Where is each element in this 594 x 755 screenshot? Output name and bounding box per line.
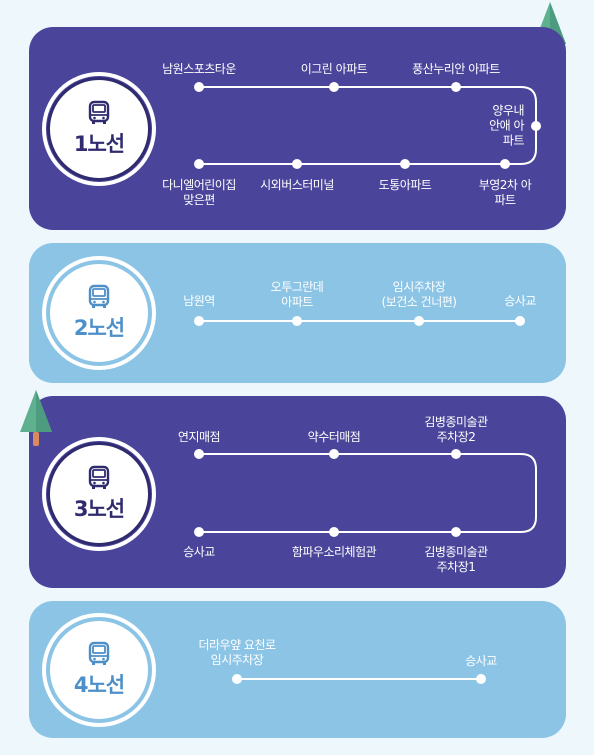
- route-line: [199, 453, 537, 533]
- stop-label: 풍산누리안 아파트: [412, 62, 500, 76]
- line-name: 2노선: [73, 316, 125, 340]
- line-badge: 2노선: [42, 256, 156, 370]
- stop-marker: [232, 674, 242, 684]
- stop-label: 이그린 아파트: [300, 62, 368, 76]
- route-line: [199, 320, 520, 322]
- stop-label: 승사교: [465, 654, 497, 668]
- stop-marker: [329, 82, 339, 92]
- tree-icon: [20, 390, 52, 446]
- stop-marker: [329, 527, 339, 537]
- line-badge: 4노선: [42, 613, 156, 727]
- stop-label: 양우내안애 아파트: [489, 103, 524, 148]
- bus-icon: [88, 641, 110, 665]
- stop-marker: [194, 449, 204, 459]
- bus-icon: [88, 284, 110, 308]
- stop-label: 부영2차 아파트: [478, 178, 532, 207]
- stop-marker: [194, 82, 204, 92]
- stop-label: 더라우얖 요천로 임시주차장: [198, 638, 276, 667]
- stop-label: 연지매점: [177, 430, 221, 444]
- stop-marker: [451, 449, 461, 459]
- stop-label: 함파우소리체험관: [291, 545, 377, 559]
- route-card-line-4: 4노선 더라우얖 요천로 임시주차장 승사교: [29, 601, 566, 738]
- stop-label: 김병종미술관 주차장1: [424, 545, 488, 574]
- stop-marker: [400, 159, 410, 169]
- stop-marker: [292, 316, 302, 326]
- stop-marker: [194, 159, 204, 169]
- stop-label: 임시주차장 (보건소 건너편): [381, 280, 457, 309]
- stop-label: 승사교: [183, 545, 215, 559]
- route-card-line-1: 1노선 남원스포츠타운 이그린 아파트 풍산누리안 아파트 양우내안애 아파트 …: [29, 27, 566, 230]
- stop-marker: [476, 674, 486, 684]
- stop-marker: [451, 527, 461, 537]
- line-badge: 3노선: [42, 437, 156, 551]
- line-name: 4노선: [73, 673, 125, 697]
- stop-marker: [515, 316, 525, 326]
- route-line: [237, 678, 481, 680]
- stop-marker: [329, 449, 339, 459]
- stop-label: 승사교: [504, 294, 536, 308]
- stop-marker: [414, 316, 424, 326]
- line-badge: 1노선: [42, 72, 156, 186]
- stop-label: 약수터매점: [307, 430, 361, 444]
- stop-label: 다니엘어린이집 맞은편: [162, 178, 236, 207]
- stop-label: 시외버스터미널: [260, 178, 334, 192]
- stop-marker: [194, 316, 204, 326]
- route-card-line-3: 3노선 연지매점 약수터매점 김병종미술관 주차장2 김병종미술관 주차장1 함…: [29, 396, 566, 588]
- stop-label: 도통아파트: [378, 178, 432, 192]
- stop-marker: [531, 121, 541, 131]
- stop-label: 김병종미술관 주차장2: [424, 415, 488, 444]
- stop-label: 남원스포츠타운: [162, 62, 236, 76]
- stop-label: 남원역: [183, 294, 215, 308]
- stop-marker: [451, 82, 461, 92]
- route-card-line-2: 2노선 남원역 오투그란데 아파트 임시주차장 (보건소 건너편) 승사교: [29, 243, 566, 383]
- stop-marker: [500, 159, 510, 169]
- stop-label: 오투그란데 아파트: [270, 280, 324, 309]
- stop-marker: [194, 527, 204, 537]
- stop-marker: [292, 159, 302, 169]
